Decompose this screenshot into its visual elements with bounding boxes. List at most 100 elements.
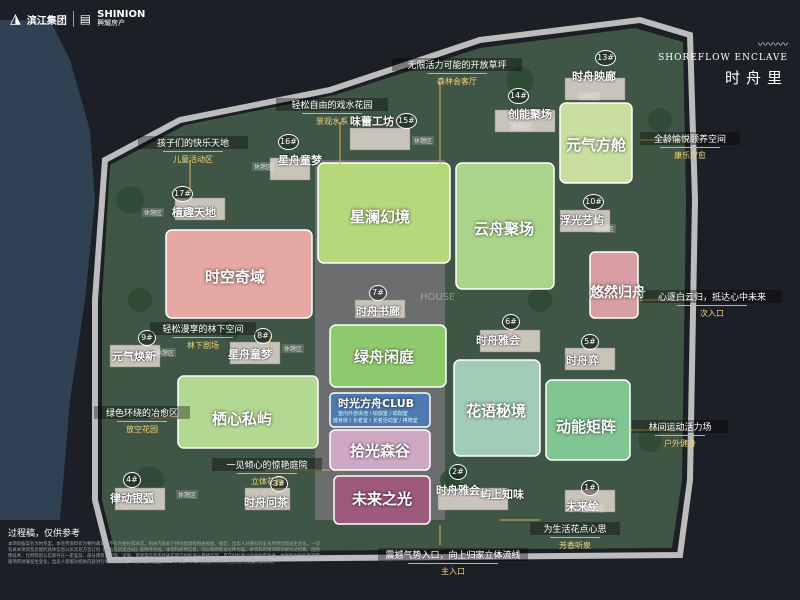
annotation-title: 全龄愉悦颐养空间 — [640, 132, 740, 145]
building-8: 8# 星舟童梦 — [228, 328, 272, 362]
building-number: 17# — [172, 186, 193, 202]
annotation-subtitle: 芳香听泉 — [559, 541, 591, 550]
club-facilities-line2: 健身房 / 长者室 / 长者活动室 / 棋牌室 — [333, 418, 418, 424]
divider — [72, 11, 74, 27]
building-6: 6# 时舟雅会 — [476, 314, 520, 348]
building-name: 星舟童梦 — [228, 348, 272, 361]
zone-area-youranguizhou — [589, 251, 639, 319]
rest-area-tag: 休憩区 — [154, 348, 177, 357]
building-17: 17# 植趣天地 — [172, 186, 216, 220]
annotation-rule — [302, 113, 362, 114]
logo-shinion: SHINION 興耀房产 — [97, 10, 145, 28]
building-name: 味蕾工坊 — [350, 115, 394, 128]
building-number: 10# — [583, 194, 604, 210]
annotation-fragrant-spring: 为生活花点心思 芳香听泉 — [530, 522, 620, 551]
building-number: 5# — [581, 334, 599, 350]
club-facilities-line1: 室内外游泳池 / 瑜伽室 / 瑜伽室 — [338, 411, 408, 417]
annotation-water-garden: 轻松自由的戏水花园 景观水系 — [276, 98, 388, 127]
draft-note: 过程稿，仅供参考 — [8, 529, 81, 539]
zone-area-shiguangsengu — [329, 429, 431, 471]
annotation-rule — [427, 73, 487, 74]
building-name: 屿上知味 — [480, 488, 524, 501]
annotation-main-entrance: 震撼气势入口，向上归家立体流线 主入口 — [378, 548, 528, 577]
zone-label-yunzhoujuchang: 云舟聚场 — [474, 220, 535, 238]
annotation-relax-garden: 绿色环绕的冶愈区 放空花园 — [94, 406, 190, 435]
binjiang-logo-icon: ◮ — [10, 11, 21, 27]
zone-area-dongnengjuzhen — [545, 379, 631, 461]
zone-label-youranguizhou: 悠然归舟 — [590, 285, 646, 301]
annotation-secondary-entrance: 心逐白云归，抵达心中未来 次入口 — [642, 290, 782, 319]
zone-label-yuanqifangcang: 元气方舱 — [566, 136, 627, 154]
rest-area-tag: 休憩区 — [578, 92, 601, 101]
building-name: 律动银弧 — [110, 492, 154, 505]
zone-label-qixinsiyu: 栖心私屿 — [212, 410, 273, 428]
annotation-subtitle: 次入口 — [700, 309, 724, 318]
annotation-rule — [237, 473, 297, 474]
annotation-title: 为生活花点心思 — [530, 522, 620, 535]
header-logos: ◮ 滨江集团 ▤ SHINION 興耀房产 — [10, 10, 145, 28]
rest-area-tag: 休憩区 — [142, 208, 165, 217]
zone-area-qixinsiyu — [177, 375, 319, 449]
annotation-subtitle: 户外健身 — [664, 439, 696, 448]
rest-area-tag: 休憩区 — [412, 136, 435, 145]
building-number: 7# — [369, 285, 387, 301]
annotation-subtitle: 立体花园 — [251, 477, 283, 486]
annotation-outdoor-fitness: 林间运动活力场 户外健身 — [632, 420, 728, 449]
project-title: 〰〰〰 SHOREFLOW ENCLAVE 时舟里 — [658, 36, 788, 88]
annotation-subtitle: 林下剧场 — [187, 341, 219, 350]
building-number: 4# — [123, 472, 141, 488]
building-1: 1# 未来绘 — [566, 480, 599, 514]
zone-label-weilaizhiguang: 未来之光 — [352, 490, 413, 508]
building-yushang: 屿上知味 — [480, 486, 524, 502]
building-name: 时舟雅会 — [436, 484, 480, 497]
annotation-rule — [660, 147, 720, 148]
building-name: 时舟雅会 — [476, 334, 520, 347]
building-number: 3# — [270, 476, 288, 492]
callout-lines — [150, 82, 690, 545]
annotation-kids-area: 孩子们的快乐天地 儿童活动区 — [138, 136, 248, 165]
logo-binjiang: 滨江集团 — [26, 15, 67, 27]
annotation-title: 心逐白云归，抵达心中未来 — [642, 290, 782, 303]
annotation-subtitle: 景观水系 — [316, 117, 348, 126]
building-16: 16# 星舟童梦 — [278, 134, 322, 168]
zone-label-lvzhouxianting: 绿舟闲庭 — [354, 348, 415, 366]
shinion-logo-icon: ▤ — [79, 12, 92, 26]
annotation-vertical-garden: 一见倾心的惊艳庭院 立体花园 — [212, 458, 322, 487]
annotation-subtitle: 康乐疗愈 — [674, 151, 706, 160]
zone-area-shikongqiyu — [165, 229, 313, 319]
rest-area-tag: 休憩区 — [582, 504, 605, 513]
building-number: 1# — [581, 480, 599, 496]
annotation-subtitle: 放空花园 — [126, 425, 158, 434]
annotation-title: 轻松自由的戏水花园 — [276, 98, 388, 111]
building-14: 14# 创能聚场 — [508, 88, 552, 122]
rest-area-tag: 休憩区 — [594, 224, 617, 233]
annotation-rule — [163, 151, 223, 152]
building-name: 创能聚场 — [508, 108, 552, 121]
rest-area-tag: 休憩区 — [252, 162, 275, 171]
project-name-cn: 时舟里 — [724, 69, 788, 87]
building-name: 植趣天地 — [172, 206, 216, 219]
building-name: 星舟童梦 — [278, 154, 322, 167]
project-name-en: SHOREFLOW ENCLAVE — [658, 53, 788, 63]
annotation-title: 一见倾心的惊艳庭院 — [212, 458, 322, 471]
rest-area-tag: 休憩区 — [510, 122, 533, 131]
zone-area-yunzhoujuchang — [455, 162, 555, 290]
rest-area-tag: 休憩区 — [282, 344, 305, 353]
logo-shinion-cn: 興耀房产 — [97, 19, 126, 27]
ring-road — [92, 16, 699, 564]
annotation-title: 林间运动活力场 — [632, 420, 728, 433]
building-name: 浮光艺屿 — [560, 214, 604, 227]
building-name: 时舟弈 — [566, 354, 599, 367]
zone-label-xingjianhuanjing: 星澜幻境 — [350, 208, 411, 226]
annotation-subtitle: 森林会客厅 — [437, 77, 477, 86]
zone-area-xingjianhuanjing — [317, 162, 451, 264]
zone-label-shiguangsengu: 拾光森谷 — [350, 442, 411, 460]
building-name: 时舟映廊 — [572, 70, 616, 83]
building-blocks — [109, 77, 626, 513]
building-name: 时舟问茶 — [244, 496, 288, 509]
building-number: 15# — [396, 113, 417, 129]
building-2: 2# 时舟雅会 — [436, 464, 480, 498]
annotation-rule — [173, 337, 233, 338]
